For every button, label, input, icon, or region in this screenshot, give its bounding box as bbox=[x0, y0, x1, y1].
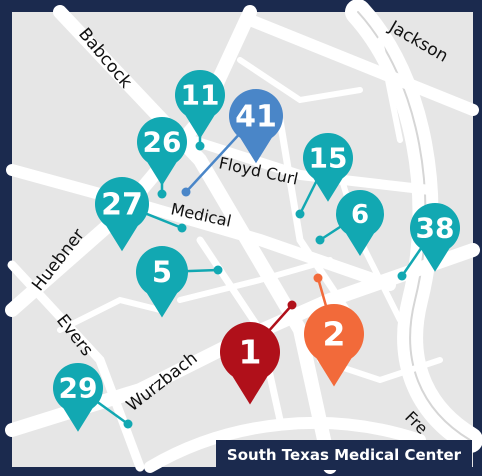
marker-41[interactable]: 41 bbox=[181, 88, 284, 197]
map-pin-icon bbox=[137, 116, 187, 186]
marker-number: 15 bbox=[309, 142, 348, 175]
map-pin-icon bbox=[302, 133, 353, 202]
map-caption: South Texas Medical Center bbox=[216, 440, 472, 470]
marker-number: 29 bbox=[59, 372, 98, 405]
map-pin-icon bbox=[52, 363, 103, 432]
marker-location-dot bbox=[295, 209, 305, 219]
map-pin-icon bbox=[304, 304, 365, 387]
marker-number: 38 bbox=[416, 212, 455, 245]
marker-number: 2 bbox=[323, 314, 346, 353]
marker-1[interactable]: 1 bbox=[220, 300, 297, 405]
marker-number: 27 bbox=[101, 187, 143, 222]
marker-27[interactable]: 27 bbox=[95, 177, 187, 252]
map-pin-icon bbox=[136, 246, 188, 318]
marker-2[interactable]: 2 bbox=[304, 273, 365, 387]
map-pin-icon bbox=[229, 88, 283, 164]
map-pin-icon bbox=[410, 203, 460, 272]
marker-location-dot bbox=[313, 273, 323, 283]
marker-11[interactable]: 11 bbox=[175, 69, 225, 151]
marker-location-dot bbox=[181, 187, 191, 197]
marker-26[interactable]: 26 bbox=[137, 116, 187, 199]
marker-location-dot bbox=[123, 419, 133, 429]
marker-location-dot bbox=[213, 265, 223, 275]
marker-location-dot bbox=[315, 235, 325, 245]
marker-29[interactable]: 29 bbox=[52, 363, 133, 432]
map-pin-icon bbox=[220, 322, 280, 405]
map-pin-icon bbox=[175, 69, 225, 139]
marker-location-dot bbox=[287, 300, 297, 310]
marker-location-dot bbox=[177, 223, 187, 233]
marker-layer: 41 11 26 15 27 6 38 5 1 2 29 bbox=[52, 69, 460, 432]
marker-15[interactable]: 15 bbox=[295, 133, 353, 219]
marker-number: 5 bbox=[152, 255, 172, 289]
marker-number: 11 bbox=[181, 79, 220, 112]
marker-location-dot bbox=[195, 141, 205, 151]
marker-number: 1 bbox=[239, 332, 262, 371]
marker-location-dot bbox=[397, 271, 407, 281]
map-pin-icon bbox=[336, 190, 385, 256]
marker-number: 41 bbox=[235, 99, 277, 134]
map-pin-icon bbox=[95, 177, 149, 252]
marker-number: 6 bbox=[351, 200, 369, 230]
marker-6[interactable]: 6 bbox=[315, 190, 385, 256]
marker-5[interactable]: 5 bbox=[136, 246, 223, 318]
marker-location-dot bbox=[157, 189, 167, 199]
marker-38[interactable]: 38 bbox=[397, 203, 460, 281]
marker-number: 26 bbox=[143, 126, 182, 159]
